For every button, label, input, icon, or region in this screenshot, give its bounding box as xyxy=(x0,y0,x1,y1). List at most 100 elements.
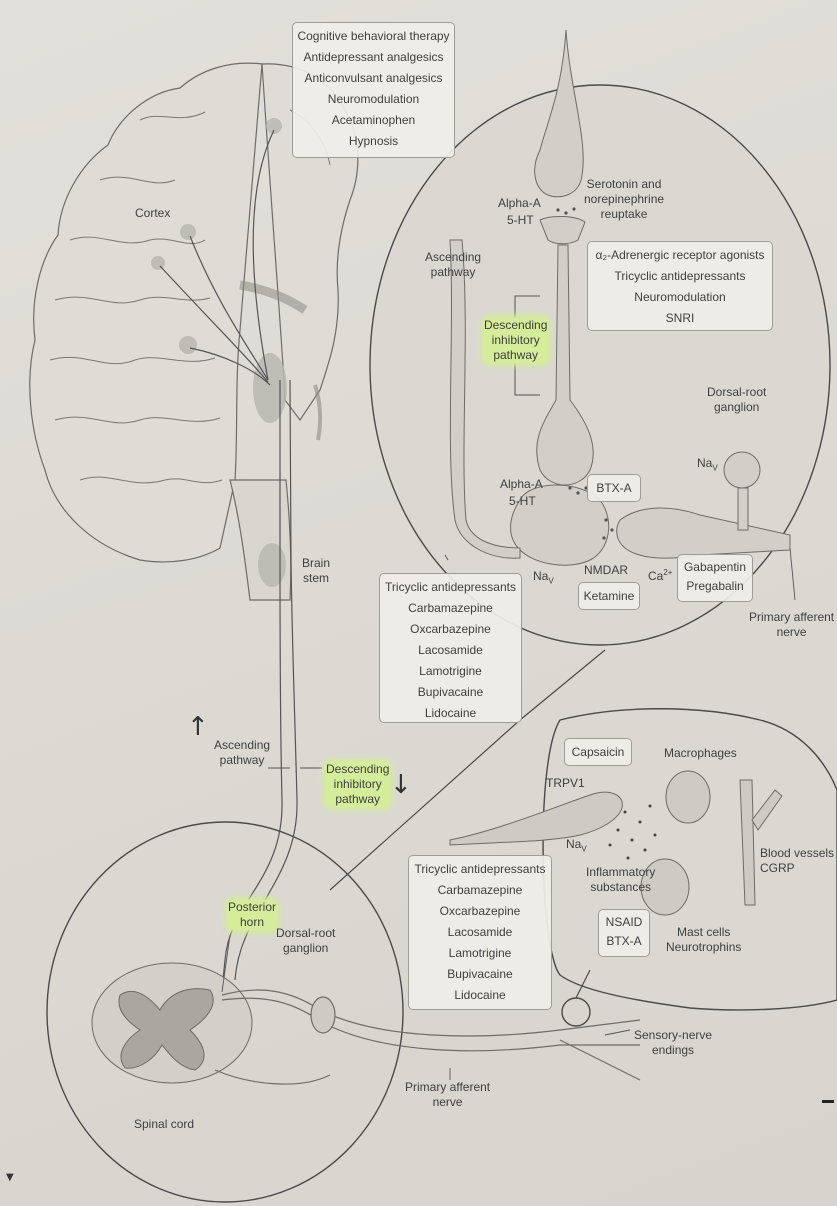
primary-afferent-main-line: nerve xyxy=(405,1095,490,1110)
drug-item: Bupivacaine xyxy=(413,964,547,985)
adrenergic-item: SNRI xyxy=(592,308,768,329)
ascending-inset-label: Ascending pathway xyxy=(425,250,481,280)
inflammatory-line: Inflammatory xyxy=(586,865,655,880)
drug-item: Tricyclic antidepressants xyxy=(413,859,547,880)
drug-item: Lacosamide xyxy=(413,922,547,943)
drug-item: Lidocaine xyxy=(413,985,547,1006)
nav-subscript: V xyxy=(548,576,553,585)
nav-periphery-label: NaV xyxy=(566,837,587,856)
ketamine-box: Ketamine xyxy=(578,582,640,610)
primary-afferent-main-line: Primary afferent xyxy=(405,1080,490,1095)
drg-inset-line: ganglion xyxy=(707,400,766,415)
drg-main-line: Dorsal-root xyxy=(276,926,335,941)
down-arrow-icon: ↓ xyxy=(390,770,412,800)
drugs-mid-box: Tricyclic antidepressants Carbamazepine … xyxy=(379,573,522,723)
drg-inset-label: Dorsal-root ganglion xyxy=(707,385,766,415)
ascending-main-line: Ascending xyxy=(214,738,270,753)
ascending-main-label: Ascending pathway xyxy=(214,738,270,768)
drug-item: Oxcarbazepine xyxy=(384,619,517,640)
posterior-horn-label: Posterior horn xyxy=(228,900,276,930)
treatment-item: Cognitive behavioral therapy xyxy=(297,26,450,47)
corner-triangle-icon[interactable]: ▼ xyxy=(6,1172,14,1183)
up-arrow-icon: ↑ xyxy=(187,712,209,742)
drug-item: Lamotrigine xyxy=(384,661,517,682)
macrophages-label: Macrophages xyxy=(664,746,737,761)
five-ht-bottom-label: 5-HT xyxy=(509,494,536,509)
treatment-item: Hypnosis xyxy=(297,131,450,152)
inflammatory-label: Inflammatory substances xyxy=(586,865,655,895)
primary-afferent-inset-line: Primary afferent xyxy=(749,610,834,625)
nerve-ending-zoom-circle xyxy=(562,998,590,1026)
alpha-a-bottom-label: Alpha-A xyxy=(500,477,543,492)
alpha-a-top-label: Alpha-A xyxy=(498,196,541,211)
reuptake-line: reuptake xyxy=(584,207,664,222)
nav-synapse-label: NaV xyxy=(533,569,554,588)
mast-cells-label: Mast cells Neurotrophins xyxy=(666,925,741,955)
drug-item: Tricyclic antidepressants xyxy=(384,577,517,598)
btx-a-box: BTX-A xyxy=(587,474,641,502)
calcium-label: Ca2+ xyxy=(648,565,672,584)
drug-item: Bupivacaine xyxy=(384,682,517,703)
adrenergic-item: α₂-Adrenergic receptor agonists xyxy=(592,245,768,266)
nav-text: Na xyxy=(697,456,712,470)
brain-stem-label-line2: stem xyxy=(302,571,330,586)
descending-inset-line: pathway xyxy=(484,348,547,363)
descending-inset-label: Descending inhibitory pathway xyxy=(484,318,547,363)
drg-inset-line: Dorsal-root xyxy=(707,385,766,400)
descending-inset-line: inhibitory xyxy=(484,333,547,348)
nav-subscript: V xyxy=(712,463,717,472)
drug-item: Carbamazepine xyxy=(413,880,547,901)
descending-main-line: pathway xyxy=(326,792,389,807)
mast-cells-line: Neurotrophins xyxy=(666,940,741,955)
spinal-cord-label: Spinal cord xyxy=(134,1117,194,1132)
nav-text: Na xyxy=(533,569,548,583)
mast-cells-line: Mast cells xyxy=(666,925,741,940)
reuptake-line: Serotonin and xyxy=(584,177,664,192)
descending-main-line: Descending xyxy=(326,762,389,777)
nsaid-item: NSAID xyxy=(603,913,645,932)
adrenergic-box: α₂-Adrenergic receptor agonists Tricycli… xyxy=(587,241,773,331)
nmdar-label: NMDAR xyxy=(584,563,628,578)
treatments-top-box: Cognitive behavioral therapy Antidepress… xyxy=(292,22,455,158)
brain-stem-label: Brain stem xyxy=(302,556,330,586)
posterior-horn-line: Posterior xyxy=(228,900,276,915)
treatment-item: Antidepressant analgesics xyxy=(297,47,450,68)
descending-main-line: inhibitory xyxy=(326,777,389,792)
posterior-horn-line: horn xyxy=(228,915,276,930)
gabapentin-item: Pregabalin xyxy=(682,577,748,596)
nsaid-item: BTX-A xyxy=(603,932,645,951)
nav-ganglion-label: NaV xyxy=(697,456,718,475)
blood-vessels-label: Blood vessels CGRP xyxy=(760,846,834,876)
drug-item: Lacosamide xyxy=(384,640,517,661)
gabapentin-item: Gabapentin xyxy=(682,558,748,577)
primary-afferent-inset-label: Primary afferent nerve xyxy=(749,610,834,640)
calcium-superscript: 2+ xyxy=(663,568,672,577)
treatment-item: Acetaminophen xyxy=(297,110,450,131)
sensory-endings-line: endings xyxy=(634,1043,712,1058)
reuptake-label: Serotonin and norepinephrine reuptake xyxy=(584,177,664,222)
drug-item: Lidocaine xyxy=(384,703,517,724)
ascending-inset-line: Ascending xyxy=(425,250,481,265)
cortex-label: Cortex xyxy=(135,206,170,221)
reuptake-line: norepinephrine xyxy=(584,192,664,207)
blood-vessels-line: CGRP xyxy=(760,861,834,876)
nsaid-box: NSAID BTX-A xyxy=(598,909,650,957)
inflammatory-line: substances xyxy=(586,880,655,895)
brain-stem-label-line1: Brain xyxy=(302,556,330,571)
five-ht-top-label: 5-HT xyxy=(507,213,534,228)
drugs-low-box: Tricyclic antidepressants Carbamazepine … xyxy=(408,855,552,1010)
sensory-endings-label: Sensory-nerve endings xyxy=(634,1028,712,1058)
descending-main-label: Descending inhibitory pathway xyxy=(326,762,389,807)
drg-main-line: ganglion xyxy=(276,941,335,956)
blood-vessels-line: Blood vessels xyxy=(760,846,834,861)
drg-main-label: Dorsal-root ganglion xyxy=(276,926,335,956)
primary-afferent-inset-line: nerve xyxy=(749,625,834,640)
nav-text: Na xyxy=(566,837,581,851)
drug-item: Carbamazepine xyxy=(384,598,517,619)
calcium-text: Ca xyxy=(648,569,663,583)
treatment-item: Neuromodulation xyxy=(297,89,450,110)
ascending-inset-line: pathway xyxy=(425,265,481,280)
adrenergic-item: Tricyclic antidepressants xyxy=(592,266,768,287)
ascending-main-line: pathway xyxy=(214,753,270,768)
